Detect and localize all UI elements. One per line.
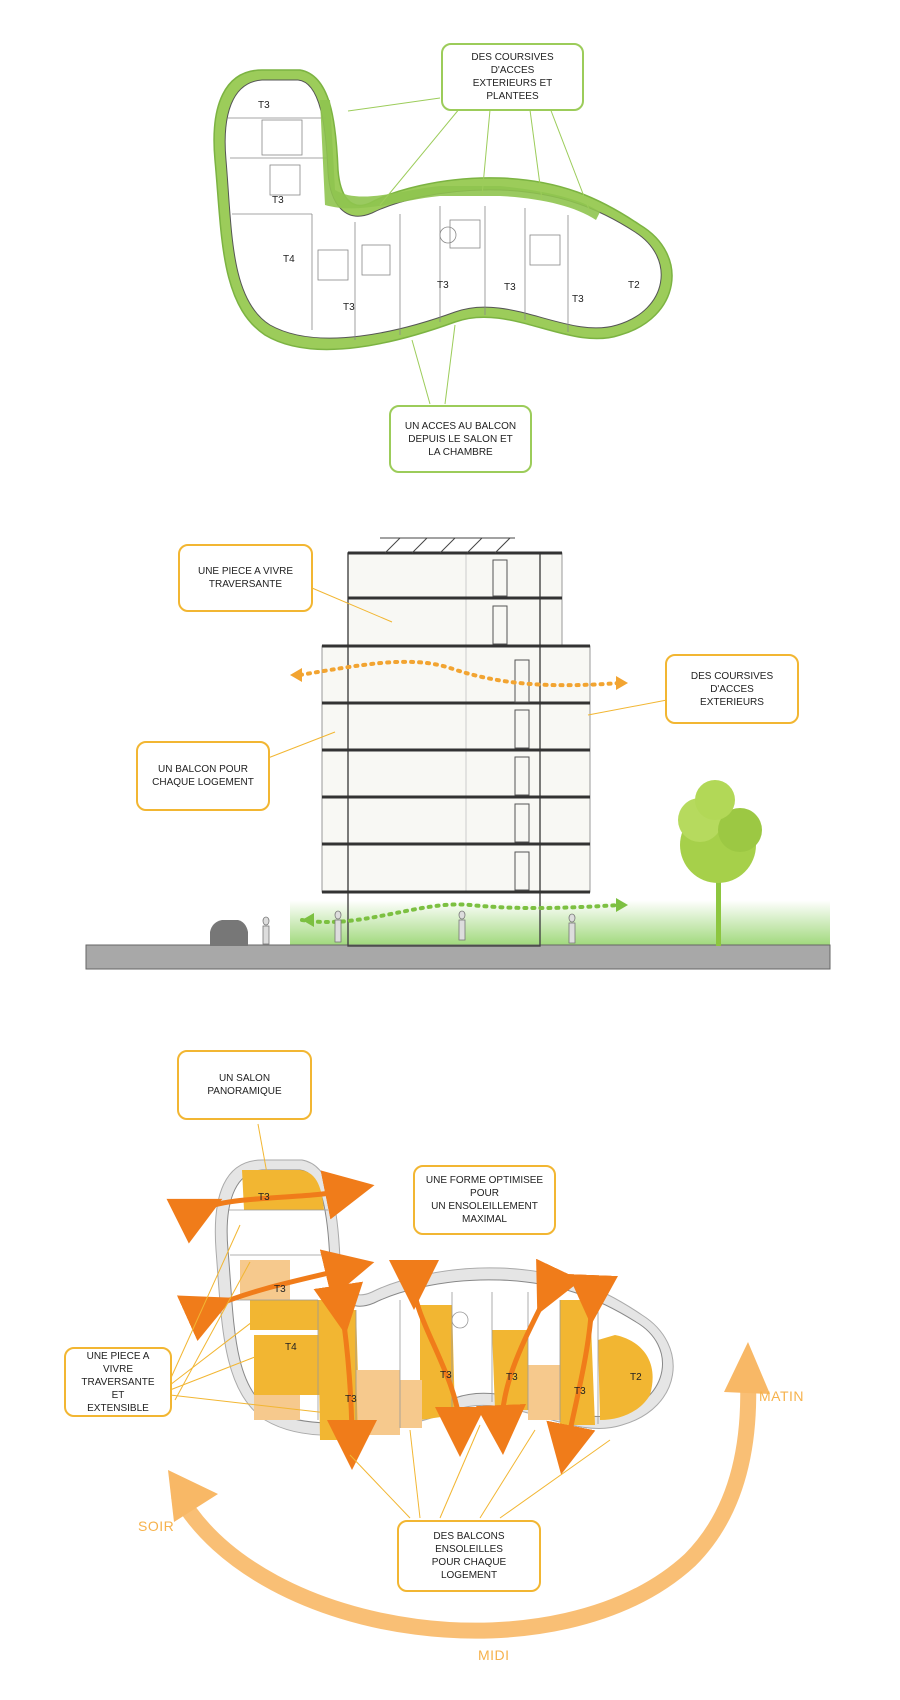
callout-forme-optimisee: UNE FORME OPTIMISEE POUR UN ENSOLEILLEME… [413,1165,556,1235]
people [262,910,576,945]
unit-labels-orange: T3 T3 T4 T3 T3 T3 T3 T2 [258,1192,642,1405]
floor-plate-green [224,79,662,339]
callout-coursives-exterieurs: DES COURSIVES D'ACCES EXTERIEURS [665,654,799,724]
tree [678,780,762,946]
label-matin: MATIN [759,1388,805,1404]
ground [85,944,831,970]
sun-arrow-left [168,1470,218,1522]
leaders-green [347,97,591,405]
sun-arrow-right [724,1342,770,1394]
car [210,920,248,946]
unit-label: T3 [437,280,449,291]
unit-label: T3 [440,1370,452,1381]
coursive-green [320,100,600,220]
callout-piece-traversante: UNE PIECE A VIVRE TRAVERSANTE [178,544,313,612]
label-soir: SOIR [138,1518,175,1534]
unit-label: T3 [506,1372,518,1383]
unit-label: T3 [504,282,516,293]
leaders-section [267,587,668,759]
callout-salon-panoramique: UN SALON PANORAMIQUE [177,1050,312,1120]
unit-label: T3 [258,1192,270,1203]
airflow-floor [298,659,622,688]
building-section [85,537,831,970]
sun-path-arc [171,1379,757,1639]
unit-label: T3 [345,1394,357,1405]
unit-label: T3 [572,294,584,305]
unit-label: T3 [274,1284,286,1295]
leaders-orange [169,1123,611,1519]
partitions-green [228,117,569,340]
callout-acces-balcon: UN ACCES AU BALCON DEPUIS LE SALON ET LA… [389,405,532,473]
unit-label: T2 [628,280,640,291]
plan-orange: T3 T3 T4 T3 T3 T3 T3 T2 [166,1123,770,1639]
unit-label: T3 [343,302,355,313]
unit-label: T4 [283,254,295,265]
label-midi: MIDI [478,1647,510,1663]
airflow-ground [300,902,622,925]
unit-label: T3 [574,1386,586,1397]
callout-coursives-plantees: DES COURSIVES D'ACCES EXTERIEURS ET PLAN… [441,43,584,111]
callout-piece-extensible: UNE PIECE A VIVRE TRAVERSANTE ET EXTENSI… [64,1347,172,1417]
roof-panels [380,537,515,554]
unit-labels-green: T3 T3 T4 T3 T3 T3 T3 T2 [258,100,640,313]
unit-label: T3 [272,195,284,206]
cross-ventilation-arrows [166,1170,618,1475]
unit-label: T3 [258,100,270,111]
unit-label: T2 [630,1372,642,1383]
unit-label: T4 [285,1342,297,1353]
plan-green: T3 T3 T4 T3 T3 T3 T3 T2 [213,69,673,405]
lower-block [321,645,591,893]
callout-balcons-ensoleilles: DES BALCONS ENSOLEILLES POUR CHAQUE LOGE… [397,1520,541,1592]
callout-balcon-logement: UN BALCON POUR CHAQUE LOGEMENT [136,741,270,811]
floor-slabs [322,551,590,894]
